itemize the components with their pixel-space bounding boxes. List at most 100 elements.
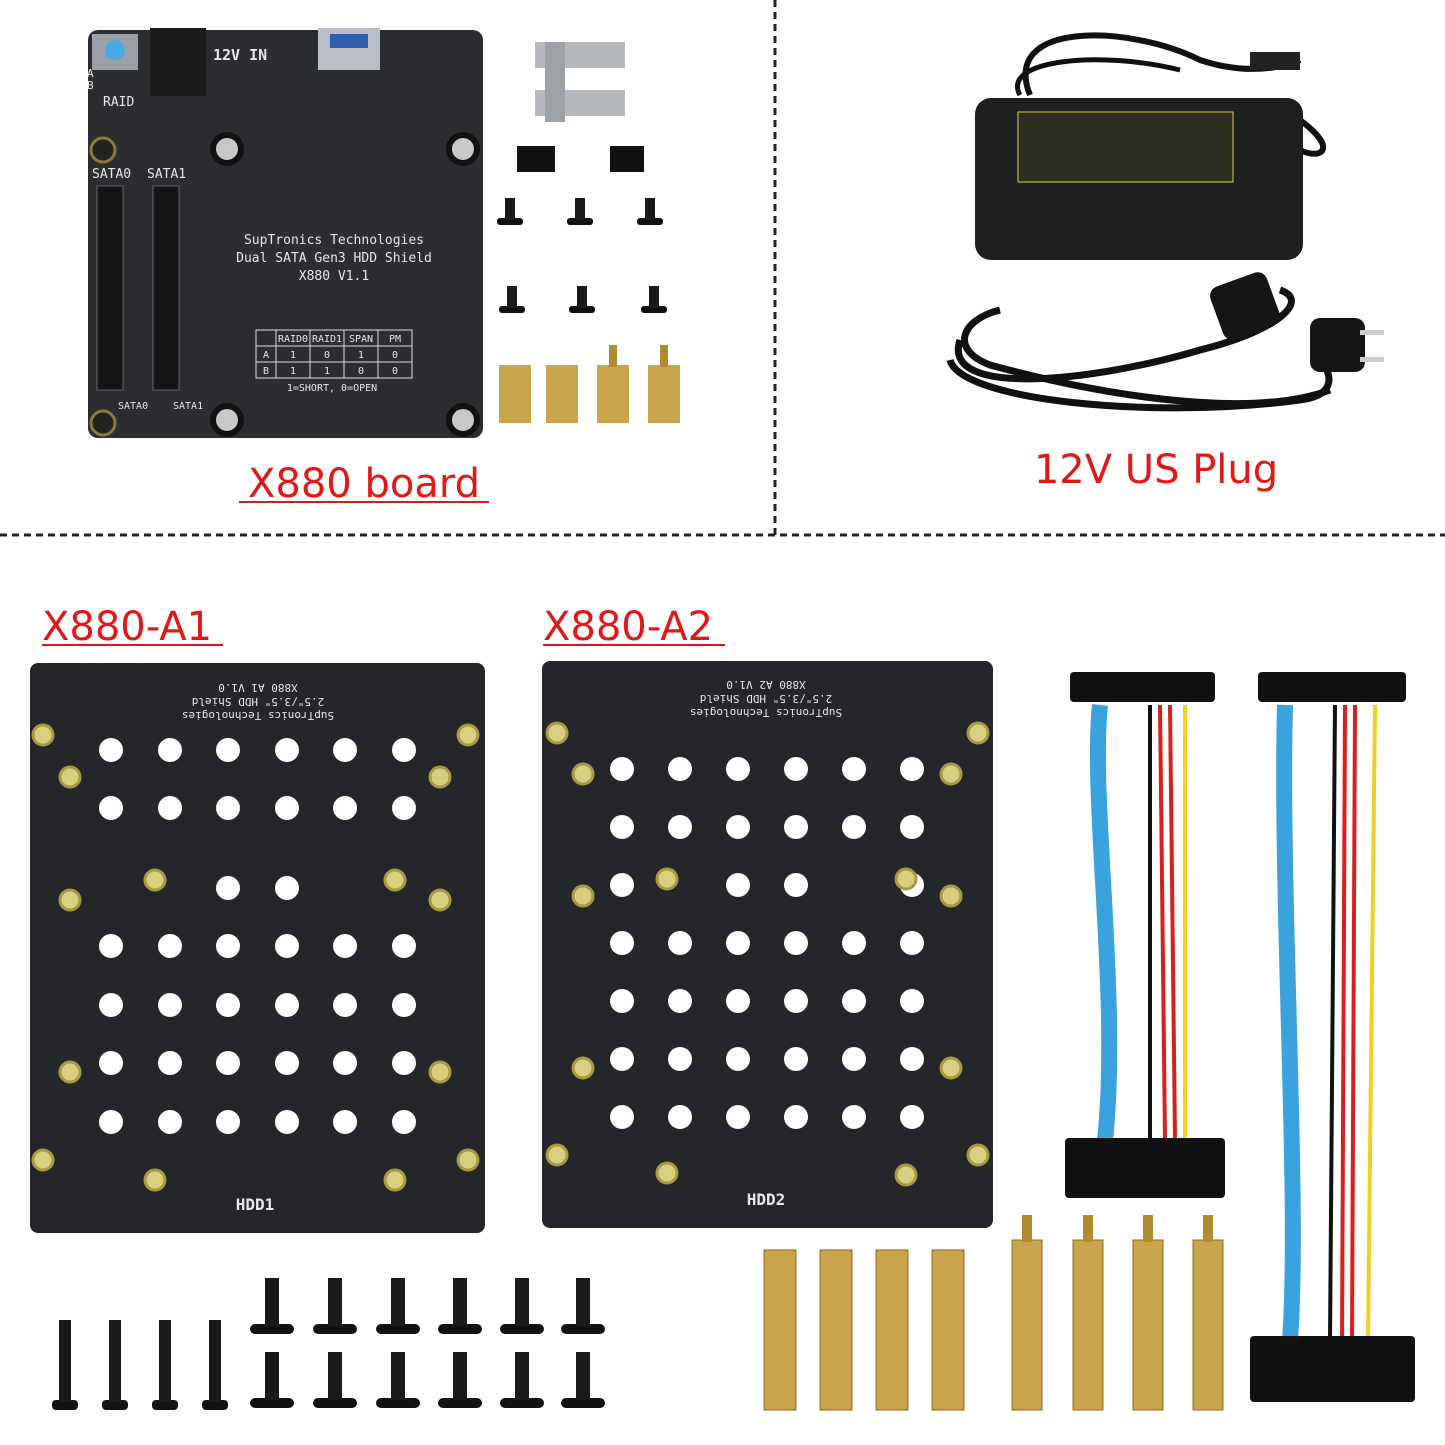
- screw-icon: [328, 1278, 342, 1326]
- table-cell-text: 1: [358, 350, 364, 361]
- board-hole: [333, 738, 357, 762]
- mount-pad: [571, 1056, 595, 1080]
- standoff-icon: [597, 365, 629, 423]
- board-hole: [216, 796, 240, 820]
- board-hole: [784, 1105, 808, 1129]
- screw-icon: [438, 1324, 482, 1334]
- table-cell-text: 1: [290, 350, 296, 361]
- screw-icon: [561, 1398, 605, 1408]
- board-hole: [726, 757, 750, 781]
- board-hole: [784, 757, 808, 781]
- screw-icon: [391, 1352, 405, 1400]
- mount-pad: [545, 1143, 569, 1167]
- screw-icon: [438, 1398, 482, 1408]
- screw-icon: [641, 306, 667, 313]
- mount-pad: [383, 868, 407, 892]
- screw-icon: [250, 1398, 294, 1408]
- table-cell-text: B: [263, 366, 269, 377]
- board-hole: [333, 796, 357, 820]
- mount-pad: [143, 1168, 167, 1192]
- board-hole: [392, 1110, 416, 1134]
- board-hole: [668, 989, 692, 1013]
- x880-a1-board: SupTronics Technologies 2.5"/3.5" HDD Sh…: [30, 663, 485, 1233]
- long-standoff-icon: [819, 1249, 853, 1411]
- mount-pad: [655, 1161, 679, 1185]
- mount-pad: [939, 1056, 963, 1080]
- board-desc-text: Dual SATA Gen3 HDD Shield: [236, 251, 432, 266]
- board-hole: [610, 989, 634, 1013]
- screw-icon: [328, 1352, 342, 1400]
- hdd1-label: HDD1: [236, 1195, 275, 1214]
- board-hole: [158, 738, 182, 762]
- board-hole: [275, 934, 299, 958]
- jumper-cap: [517, 146, 555, 172]
- board-hole: [842, 931, 866, 955]
- board-hole: [610, 1105, 634, 1129]
- board-hole: [668, 757, 692, 781]
- board-maker-text: SupTronics Technologies: [244, 233, 424, 248]
- screw-icon: [569, 306, 595, 313]
- table-cell: [377, 361, 413, 379]
- x880-a2-board: SupTronics Technologies 2.5"/3.5" HDD Sh…: [542, 661, 993, 1228]
- mount-pad: [383, 1168, 407, 1192]
- screw-icon: [500, 1398, 544, 1408]
- long-standoff-icon: [875, 1249, 909, 1411]
- board-hole: [99, 993, 123, 1017]
- us-plug: [1310, 318, 1365, 372]
- board-hole: [392, 738, 416, 762]
- board-hole: [275, 993, 299, 1017]
- long-standoff-icon: [763, 1249, 797, 1411]
- board-hole: [784, 1047, 808, 1071]
- x880-a2-caption: X880-A2: [543, 604, 713, 650]
- sata1-label: SATA1: [147, 167, 186, 182]
- x880-board: 12V IN A B RAID SATA0 SATA1 SupTronics T…: [87, 28, 483, 438]
- board-hole: [784, 815, 808, 839]
- board-hole: [216, 993, 240, 1017]
- board-hole: [275, 738, 299, 762]
- mount-pad: [939, 884, 963, 908]
- board-hole: [842, 1047, 866, 1071]
- mount-pad: [571, 762, 595, 786]
- long-screw-icon: [209, 1320, 221, 1402]
- standoff-thread-icon: [1143, 1215, 1153, 1242]
- board-hole: [216, 1110, 240, 1134]
- a1-maker-text: SupTronics Technologies: [182, 709, 334, 722]
- screw-icon: [507, 286, 517, 308]
- mount-pad: [545, 721, 569, 745]
- screw-icon: [577, 286, 587, 308]
- power-adapter: [946, 32, 1384, 412]
- long-standoff-icon: [931, 1249, 965, 1411]
- mount-pad: [428, 888, 452, 912]
- raid-label: RAID: [103, 95, 134, 110]
- table-cell-text: RAID1: [312, 334, 342, 345]
- long-standoff-icon: [1192, 1239, 1224, 1411]
- board-hole: [158, 993, 182, 1017]
- board-hole: [610, 815, 634, 839]
- mount-pad: [31, 1148, 55, 1172]
- mount-pad: [31, 723, 55, 747]
- table-cell-text: 1: [290, 366, 296, 377]
- long-screw-icon: [152, 1400, 178, 1410]
- long-screw-icon: [102, 1400, 128, 1410]
- mount-pad: [966, 1143, 990, 1167]
- raid-table-note: 1=SHORT, 0=OPEN: [287, 383, 377, 394]
- board-hole: [216, 934, 240, 958]
- usb-bridge-connector: [535, 42, 625, 122]
- x880-a1-caption: X880-A1: [42, 604, 212, 650]
- long-screw-icon: [59, 1320, 71, 1402]
- raid-button-icon: [105, 40, 125, 60]
- board-hole: [900, 1047, 924, 1071]
- board-hole: [668, 1047, 692, 1071]
- board-hole: [726, 873, 750, 897]
- long-standoff-icon: [1132, 1239, 1164, 1411]
- board-hole: [900, 931, 924, 955]
- screw-icon: [505, 198, 515, 220]
- screw-icon: [497, 218, 523, 225]
- board-hole: [333, 1051, 357, 1075]
- board-hole: [610, 757, 634, 781]
- standoff-icon: [609, 345, 617, 367]
- board-hole: [842, 989, 866, 1013]
- mount-pad: [939, 762, 963, 786]
